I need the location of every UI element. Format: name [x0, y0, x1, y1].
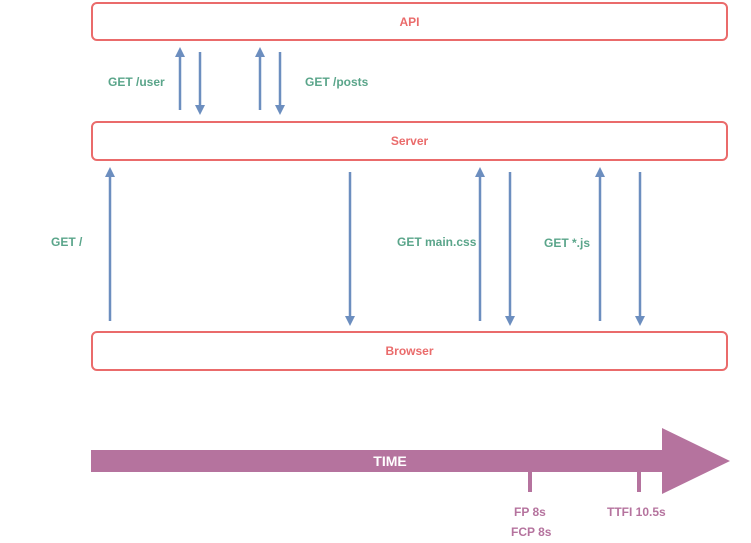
- ttfi-label: TTFI 10.5s: [607, 505, 666, 519]
- get-js-label: GET *.js: [544, 236, 591, 250]
- server-box: Server: [91, 121, 728, 161]
- get-posts-label: GET /posts: [305, 75, 369, 89]
- api-label: API: [399, 14, 420, 29]
- get-main-css-label: GET main.css: [397, 235, 477, 249]
- time-arrow: [91, 428, 730, 494]
- fcp-label: FCP 8s: [511, 525, 552, 539]
- get-user-label: GET /user: [108, 75, 165, 89]
- browser-label: Browser: [385, 344, 434, 358]
- fp-tick: [528, 472, 532, 492]
- fp-label: FP 8s: [514, 505, 546, 519]
- server-label: Server: [390, 134, 429, 148]
- ttfi-tick: [637, 472, 641, 492]
- api-box: API: [91, 2, 728, 41]
- time-label: TIME: [373, 453, 407, 469]
- browser-box: Browser: [91, 331, 728, 371]
- get-root-label: GET /: [51, 235, 83, 249]
